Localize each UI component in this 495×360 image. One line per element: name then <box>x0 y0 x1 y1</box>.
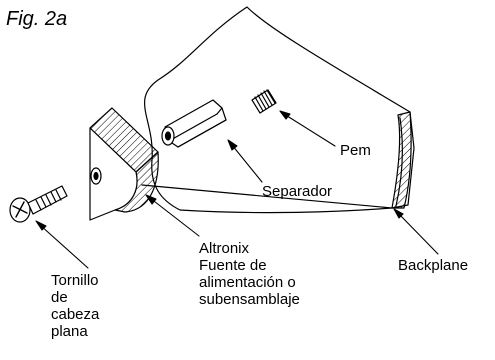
label-separador: Separador <box>262 183 333 200</box>
hex-standoff <box>161 99 227 148</box>
label-altronix-line: subensamblaje <box>199 291 300 308</box>
flat-head-screw <box>9 185 68 223</box>
backplane-panel <box>143 6 415 214</box>
label-tornillo-line: de <box>51 289 68 306</box>
label-tornillo: Tornillo de cabeza plana <box>51 272 99 340</box>
label-altronix-line: alimentación o <box>199 274 296 291</box>
arrow-tornillo <box>35 220 89 269</box>
label-tornillo-line: Tornillo <box>51 272 99 289</box>
arrow-altronix <box>145 194 200 237</box>
label-tornillo-line: cabeza <box>51 306 100 323</box>
arrow-pem <box>279 110 336 147</box>
figure-title: Fig. 2a <box>6 8 68 30</box>
label-altronix: Altronix Fuente de alimentación o subens… <box>199 240 300 308</box>
label-tornillo-line: plana <box>51 323 88 340</box>
label-altronix-line: Fuente de <box>199 257 267 274</box>
arrow-backplane <box>393 208 439 255</box>
label-altronix-line: Altronix <box>199 240 250 257</box>
label-pem: Pem <box>340 142 371 159</box>
arrow-separador <box>227 139 263 183</box>
pem-stud <box>251 89 277 114</box>
label-backplane: Backplane <box>398 257 469 274</box>
leader-arrows <box>35 110 439 269</box>
